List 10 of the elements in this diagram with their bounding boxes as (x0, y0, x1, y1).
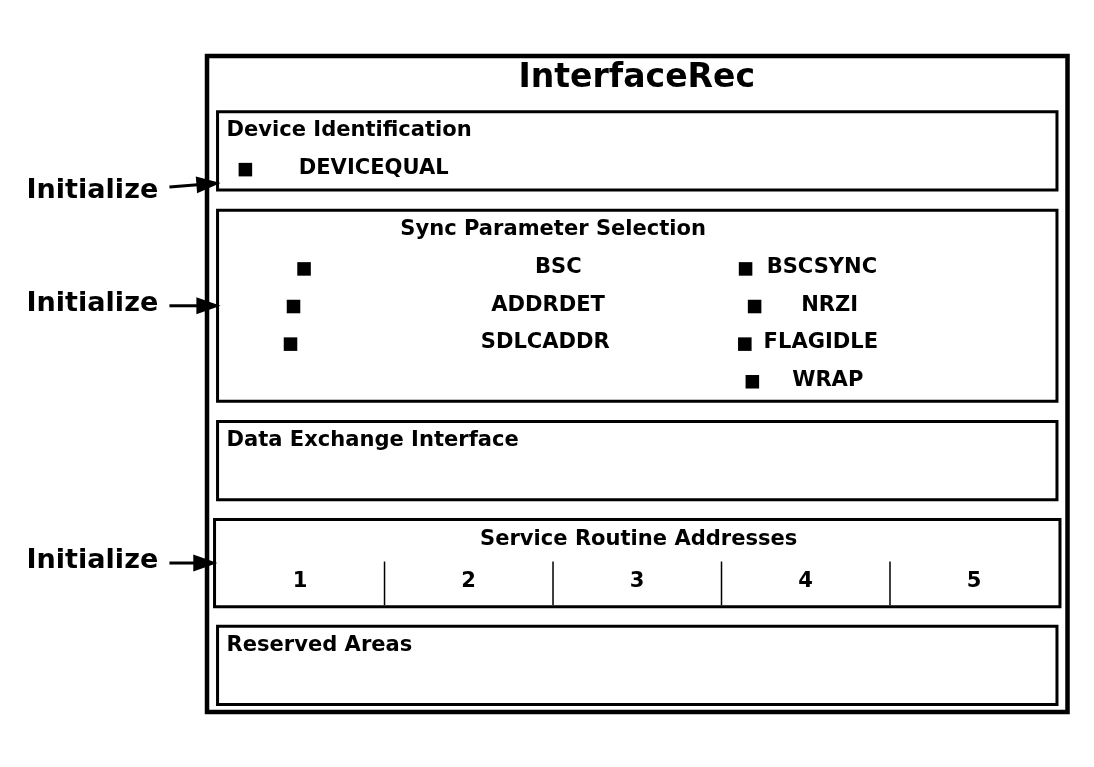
node-text: Initialize (26, 285, 159, 317)
node-box: Sync Parameter Selection BSC BSCSYNC ADDRDET NRZI SDLCADDR FLAGIDLE WRAP (216, 208, 1059, 403)
arrow (169, 296, 221, 314)
node-text: Initialize (26, 172, 159, 204)
node-text: Initialize (26, 542, 159, 574)
arrow (169, 176, 221, 193)
node-box: Reserved Areas (216, 624, 1059, 706)
arrow (169, 554, 218, 571)
node-box: Data Exchange Interface (216, 419, 1059, 501)
node-box: Device Identification DEVICEQUAL (216, 109, 1059, 191)
